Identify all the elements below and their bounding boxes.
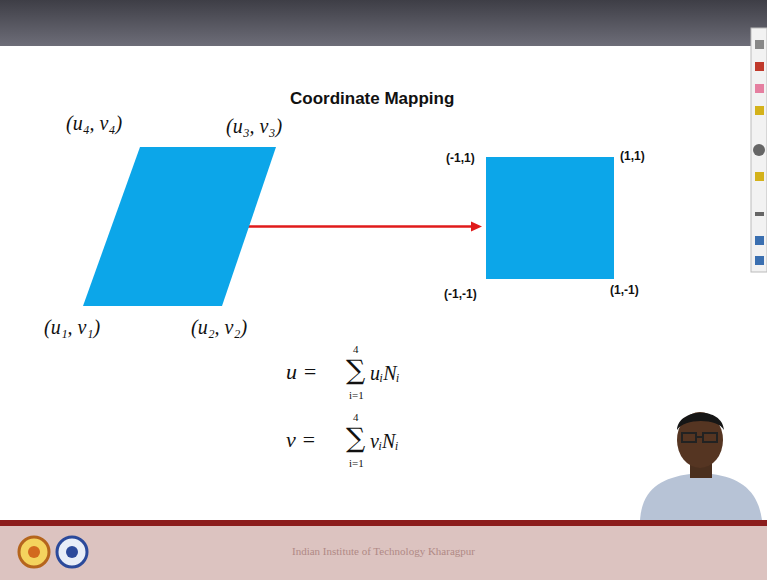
logo-right [57,537,87,567]
tool-icon [755,106,764,115]
tool-icon [755,84,764,93]
logo-right-core [66,546,78,558]
tool-icon [755,236,764,245]
footer-text: Indian Institute of Technology Kharagpur [292,545,475,557]
square-fill [486,157,614,279]
logo-left-core [28,546,40,558]
corner-label: (u₁, v₁) [44,316,100,338]
corner-label: (1,-1) [610,284,639,297]
shape-outline [83,147,276,306]
corner-label: (u₄, v₄) [66,112,122,134]
equation-term: vᵢNᵢ [370,430,399,452]
corner-label: (u₂, v₂) [191,316,247,338]
corner-label: (-1,1) [446,152,475,165]
tool-icon [755,256,764,265]
arrow-shaft [234,225,473,228]
sum-limit: 4 [353,343,359,355]
presenter [640,412,762,520]
sum-limit: i=1 [349,457,364,469]
mesh-element: (u₄, v₄)(u₃, v₃)(u₁, v₁)(u₂, v₂) [83,147,276,306]
shape-outline [486,157,614,279]
equation-lhs: u = [286,360,317,384]
top-bar [0,0,767,46]
equation-term: uᵢNᵢ [370,362,400,384]
corner-label: (-1,-1) [444,288,477,301]
slide-title: Coordinate Mapping [290,90,454,109]
tool-icon [755,40,764,49]
parallelogram-fill [83,147,276,306]
sum-sign: ∑ [346,355,365,385]
reference-square: (-1,1)(1,1)(-1,-1)(1,-1) [486,157,614,279]
corner-label: (1,1) [620,150,645,163]
arrow-head [471,222,482,232]
tool-icon [755,62,764,71]
tool-strip [751,28,767,272]
footer-line [0,520,767,526]
sum-limit: i=1 [349,389,364,401]
tool-icon [755,212,764,216]
sum-limit: 4 [353,411,359,423]
logo-left [19,537,49,567]
tool-icon [753,144,765,156]
tool-icon [755,172,764,181]
footer-band [0,526,767,580]
sum-sign: ∑ [346,423,365,453]
equation-lhs: v = [286,428,316,452]
mapping-arrow [234,222,482,232]
corner-label: (u₃, v₃) [226,115,282,137]
